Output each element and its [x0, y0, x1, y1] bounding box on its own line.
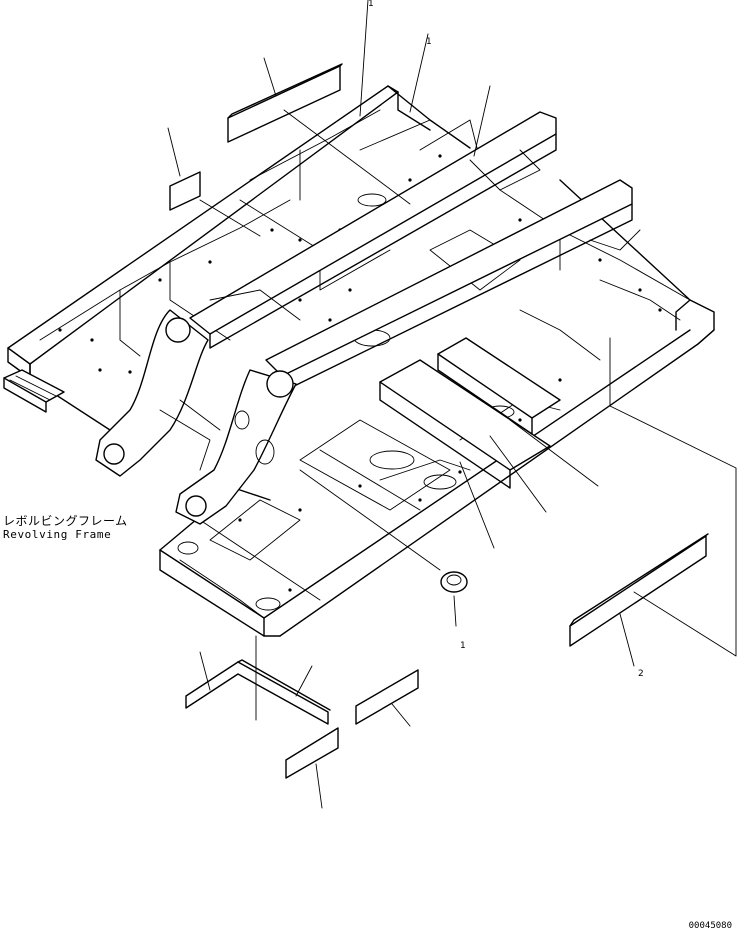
pad-bottom-small	[285, 727, 339, 779]
pad-top-small	[169, 171, 201, 211]
pad-bottom-l	[185, 659, 331, 725]
pad-bottom-mid	[355, 669, 419, 725]
main-beams	[189, 111, 641, 393]
pad-top-long	[227, 63, 343, 143]
drawing-code: 00045080	[688, 921, 732, 931]
callout-bottom-center: 1	[460, 641, 466, 651]
callout-numbers: 1 1 1 2	[368, 0, 644, 679]
leader-lines	[167, 0, 737, 809]
callout-top-center: 1	[368, 0, 374, 9]
step	[3, 369, 65, 413]
frame-label-english: Revolving Frame	[3, 528, 112, 541]
pad-bottom-right-long	[569, 533, 709, 647]
callout-top-right: 1	[426, 37, 432, 47]
boom-foot-brackets	[95, 289, 301, 525]
frame-label-japanese: レボルビングフレーム	[3, 514, 128, 528]
grommet	[440, 571, 468, 593]
rear-blocks	[379, 337, 561, 489]
revolving-frame	[7, 85, 715, 637]
callout-bottom-right: 2	[638, 669, 644, 679]
